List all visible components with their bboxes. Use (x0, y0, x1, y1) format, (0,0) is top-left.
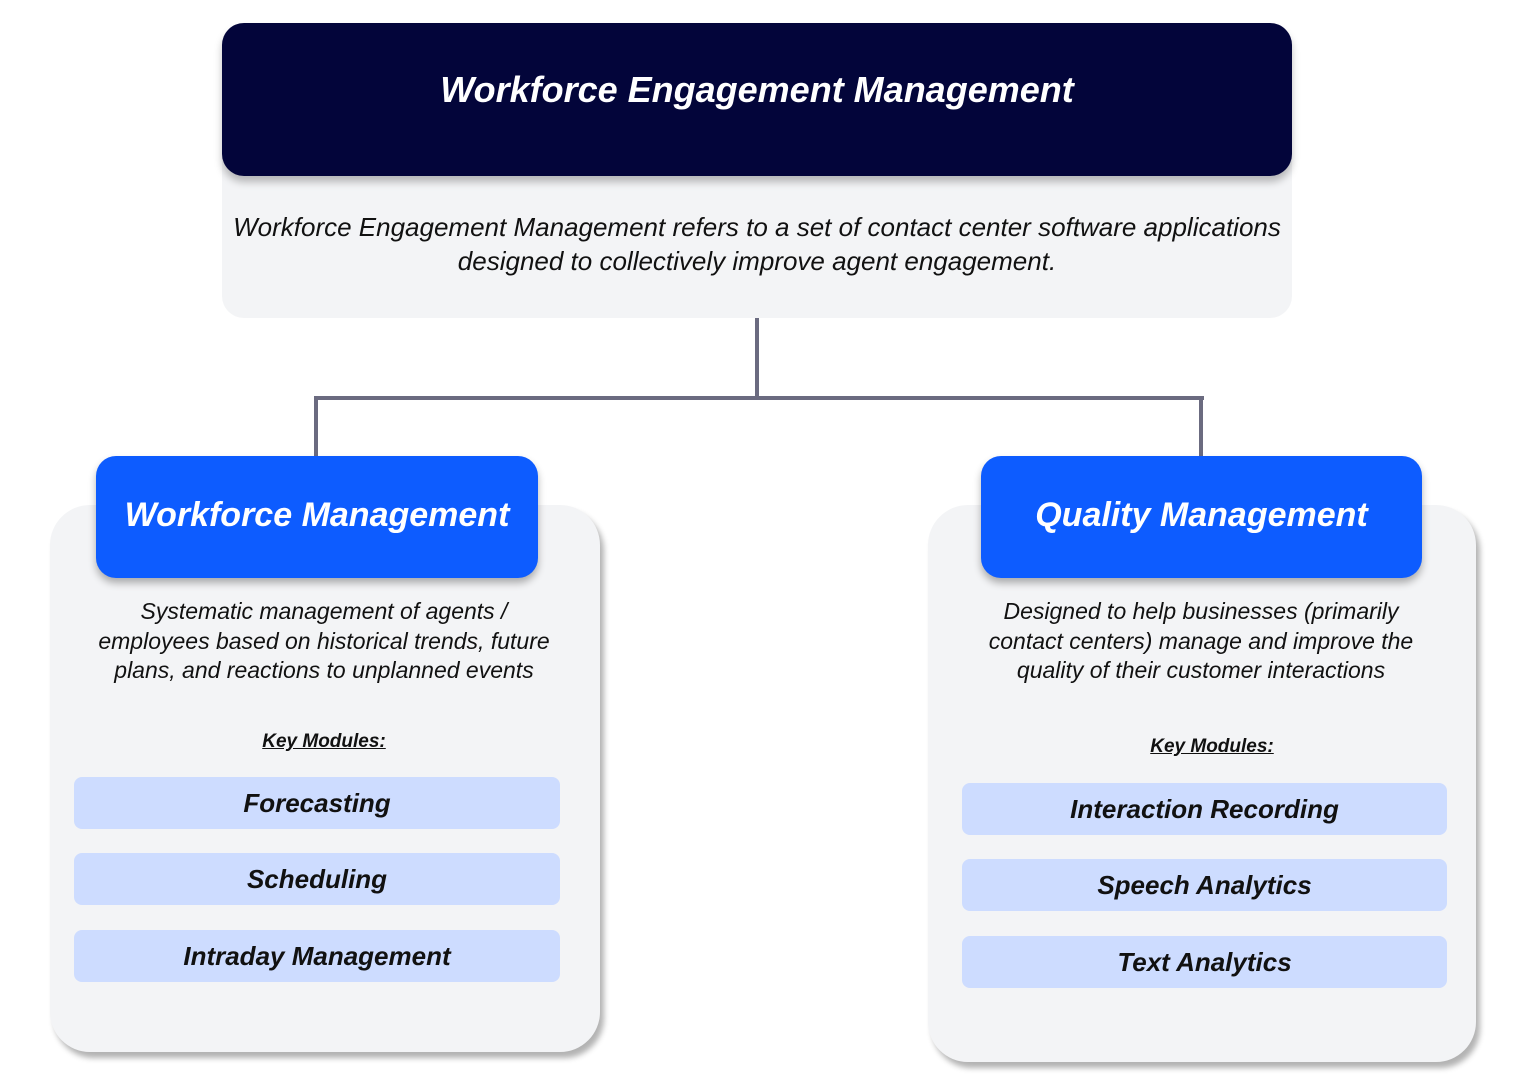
description-line: Systematic management of agents / (140, 598, 508, 624)
workforce-management-header: Workforce Management (96, 456, 538, 578)
module-forecasting: Forecasting (74, 777, 560, 829)
connector-right (1199, 396, 1203, 458)
connector-left (314, 396, 318, 458)
description-line: employees based on historical trends, fu… (98, 627, 550, 654)
root-title: Workforce Engagement Management (440, 68, 1074, 110)
root-description-panel: Workforce Engagement Management refers t… (222, 150, 1292, 318)
description-line: plans, and reactions to unplanned events (114, 657, 534, 683)
connector-trunk (755, 318, 759, 400)
root-title-box: Workforce Engagement Management (222, 23, 1292, 176)
module-intraday-management: Intraday Management (74, 930, 560, 982)
module-text-analytics: Text Analytics (962, 936, 1447, 988)
quality-management-header: Quality Management (981, 456, 1422, 578)
key-modules-label: Key Modules: (1150, 736, 1274, 757)
module-interaction-recording: Interaction Recording (962, 783, 1447, 835)
connector-horizontal (314, 396, 1204, 400)
description-line: quality of their customer interactions (1016, 657, 1386, 683)
quality-management-description: Designed to help businesses (primarily c… (951, 597, 1451, 686)
module-speech-analytics: Speech Analytics (962, 859, 1447, 911)
description-line: Designed to help businesses (primarily (1003, 598, 1399, 624)
root-description-line: Workforce Engagement Management refers t… (233, 212, 1281, 242)
key-modules-label: Key Modules: (262, 731, 386, 752)
root-description-line: designed to collectively improve agent e… (457, 246, 1057, 276)
module-scheduling: Scheduling (74, 853, 560, 905)
workforce-management-description: Systematic management of agents / employ… (74, 597, 574, 686)
branch-title: Quality Management (1035, 495, 1368, 534)
description-line: contact centers) manage and improve the (988, 627, 1414, 654)
branch-title: Workforce Management (124, 495, 510, 534)
